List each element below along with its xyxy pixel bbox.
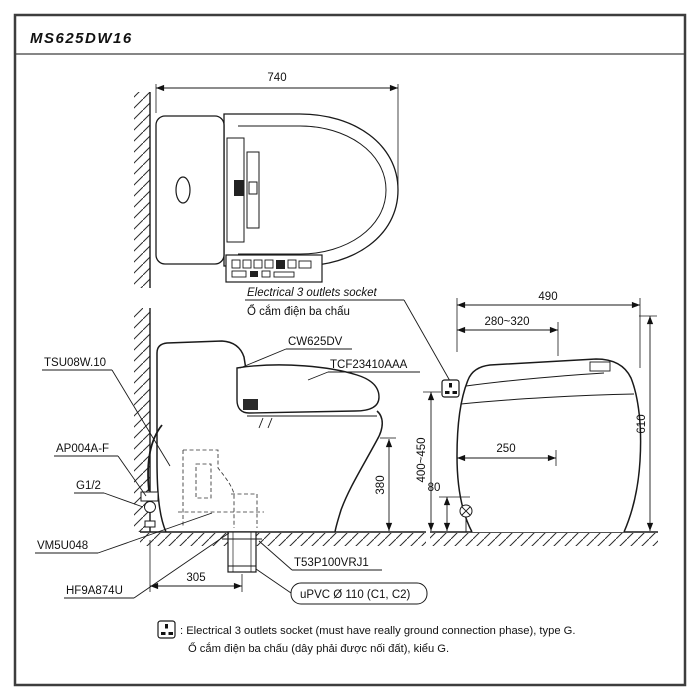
dim-305: 305 <box>149 540 243 592</box>
label-hf9a874u: HF9A874U <box>66 585 123 597</box>
label-ap004af: AP004A-F <box>56 443 109 455</box>
side-view <box>134 308 426 573</box>
socket-symbol <box>441 379 460 398</box>
socket-callout-en: Electrical 3 outlets socket <box>247 287 378 299</box>
label-t53p100vrj1: T53P100VRJ1 <box>294 557 369 569</box>
footnote-vi: Ổ cắm điện ba chấu (dây phải được nối đấ… <box>188 642 449 655</box>
dim-280-320-value: 280~320 <box>484 316 529 328</box>
socket-callout-vi: Ổ cắm điện ba chấu <box>247 305 350 318</box>
dim-380-value: 380 <box>375 475 387 494</box>
dim-740: 740 <box>155 72 399 186</box>
remote-control-panel <box>225 254 323 283</box>
top-view <box>134 92 399 288</box>
dim-380: 380 <box>375 437 396 531</box>
drawing-frame <box>13 13 687 687</box>
label-cw625dv: CW625DV <box>288 336 343 348</box>
label-upvc: uPVC Ø 110 (C1, C2) <box>300 589 411 601</box>
upvc-label-box <box>290 582 428 605</box>
footnote: : Electrical 3 outlets socket (must have… <box>157 620 576 655</box>
socket-callout: Electrical 3 outlets socket Ổ cắm điện b… <box>245 287 451 382</box>
dim-250-value: 250 <box>496 443 515 455</box>
label-g12: G1/2 <box>76 480 101 492</box>
trapway-hidden-lines <box>178 449 264 528</box>
label-vm5u048: VM5U048 <box>37 540 88 552</box>
label-tsu08w: TSU08W.10 <box>44 357 106 369</box>
dim-610-value: 610 <box>636 414 648 433</box>
dim-490-value: 490 <box>538 291 557 303</box>
water-supply-symbol <box>459 504 473 532</box>
right-view-dims: 490 280~320 610 400~450 250 80 <box>416 291 657 531</box>
dim-80-value: 80 <box>428 482 441 494</box>
dim-740-value: 740 <box>267 72 286 84</box>
label-tcf23410aaa: TCF23410AAA <box>330 359 408 371</box>
page-title: MS625DW16 <box>30 30 133 47</box>
dim-400-450-value: 400~450 <box>416 437 428 482</box>
footnote-en: : Electrical 3 outlets socket (must have… <box>180 625 576 637</box>
socket-icon <box>157 620 176 639</box>
dim-305-value: 305 <box>186 572 205 584</box>
right-view <box>430 358 658 546</box>
